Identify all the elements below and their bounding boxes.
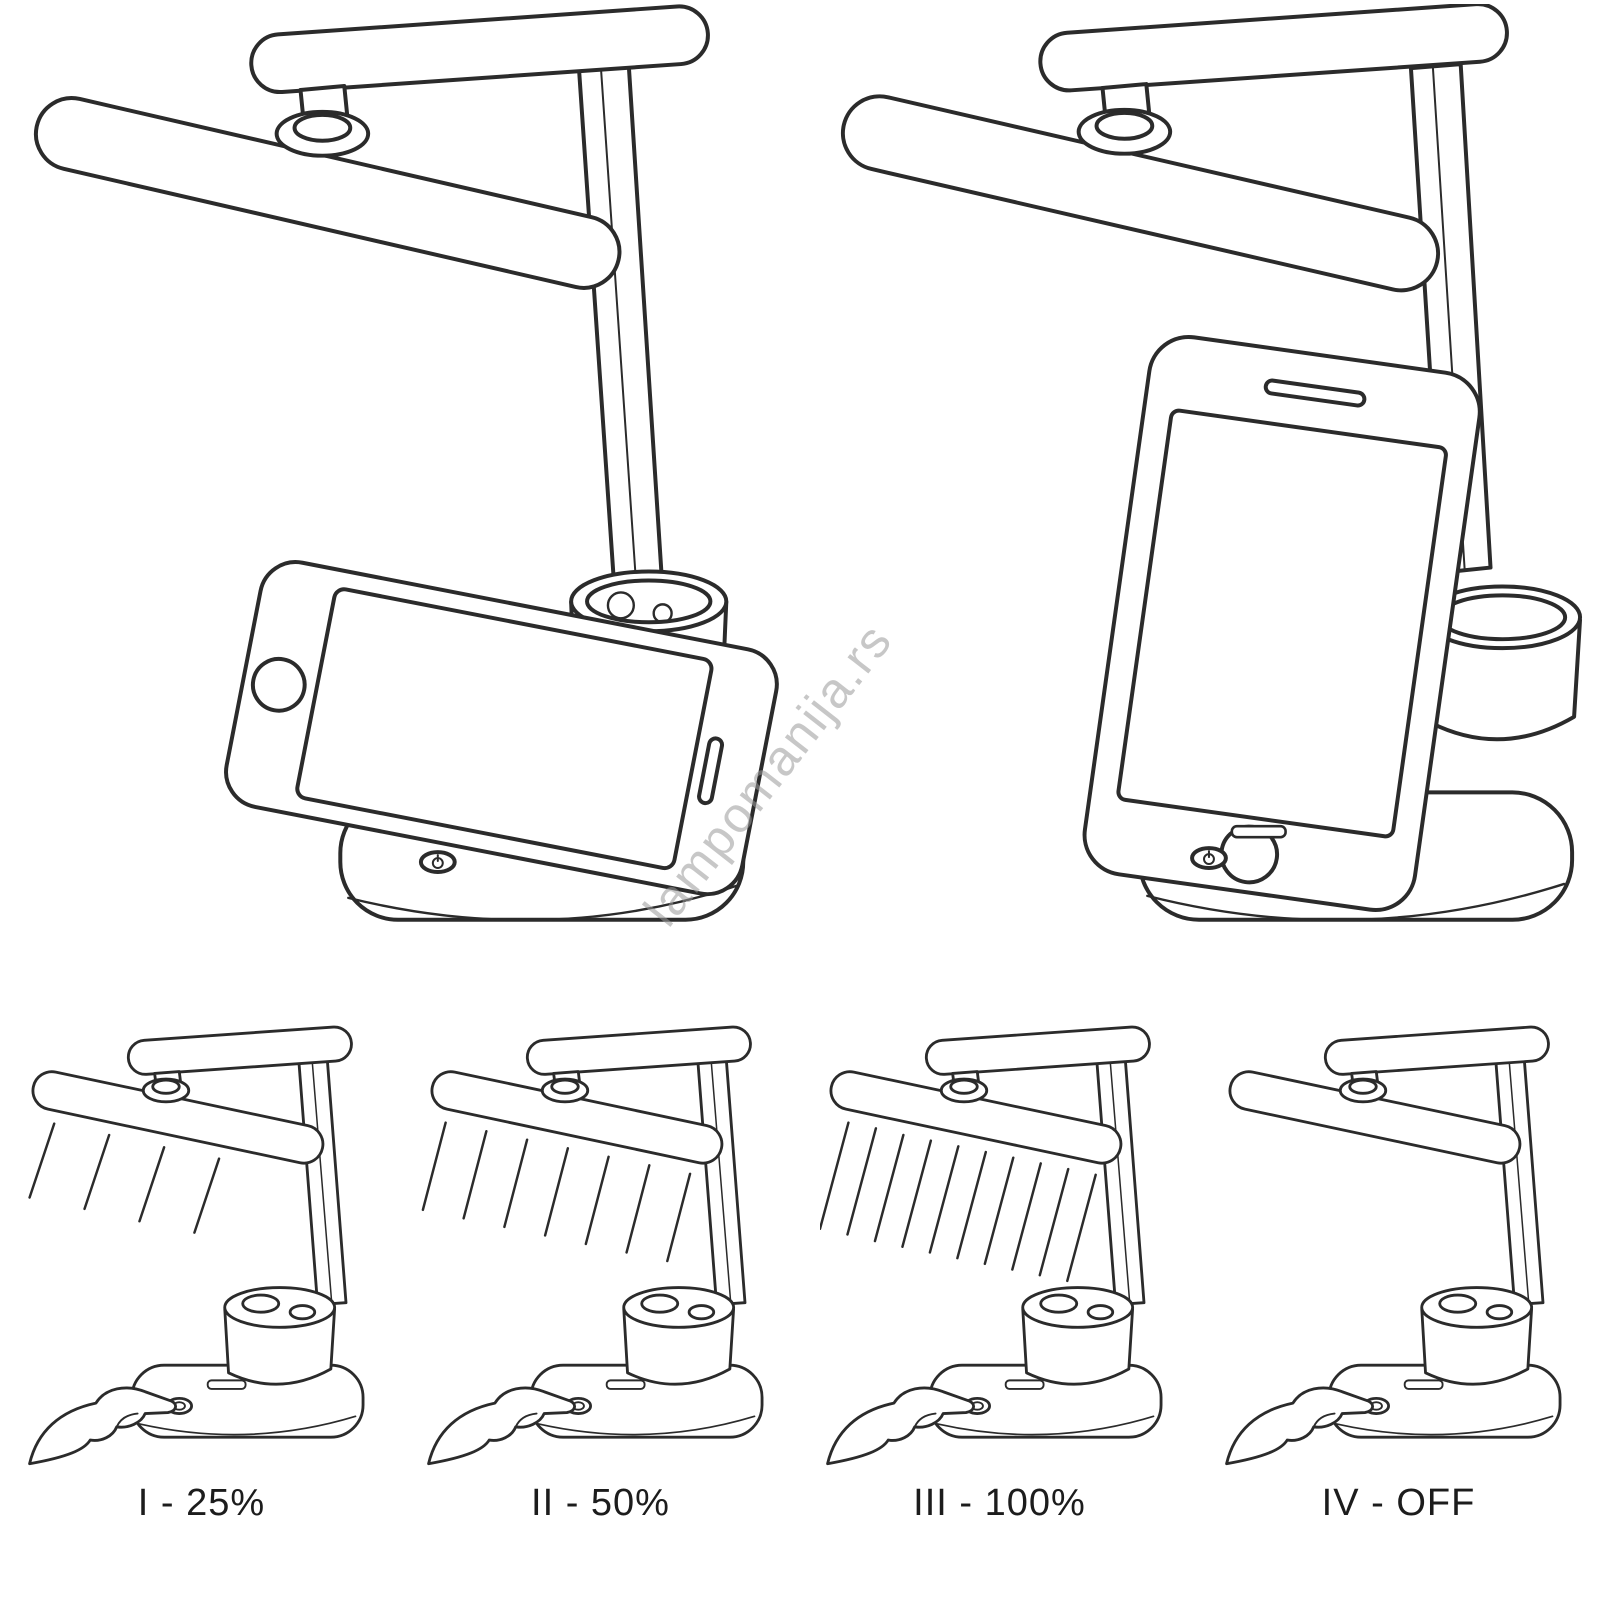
brightness-label-50: II - 50% bbox=[531, 1482, 670, 1524]
figure-lamp-phone-upright bbox=[840, 4, 1583, 922]
figure-brightness-off bbox=[1224, 1024, 1561, 1466]
lamp-head-arm bbox=[33, 96, 622, 290]
figure-brightness-50 bbox=[421, 1024, 763, 1466]
lamp-stem bbox=[577, 64, 665, 599]
light-rays bbox=[819, 1121, 1097, 1283]
hinge-joint bbox=[274, 84, 371, 158]
lamp-top-arm bbox=[1038, 4, 1509, 93]
phone-camera-slot bbox=[1263, 378, 1367, 408]
charging-slot bbox=[1230, 824, 1287, 839]
phone bbox=[224, 560, 779, 897]
lamp-head-arm bbox=[840, 94, 1441, 293]
light-rays bbox=[27, 1122, 220, 1234]
brightness-label-25: I - 25% bbox=[137, 1482, 266, 1524]
pen-holder-cup bbox=[1422, 584, 1583, 742]
brightness-step-100: III - 100% bbox=[802, 1020, 1197, 1525]
brightness-label-100: III - 100% bbox=[913, 1482, 1086, 1524]
brightness-step-off: IV - OFF bbox=[1201, 1020, 1596, 1525]
power-button-icon bbox=[1190, 846, 1228, 870]
lamp-top-arm bbox=[249, 4, 710, 95]
figure-lamp-phone-flat bbox=[33, 4, 779, 922]
brightness-steps-row: I - 25% II - 50% bbox=[0, 1020, 1600, 1525]
phone-speaker-slot bbox=[697, 736, 725, 806]
brightness-step-50: II - 50% bbox=[403, 1020, 798, 1525]
power-button-icon bbox=[418, 850, 457, 874]
brightness-label-off: IV - OFF bbox=[1321, 1482, 1476, 1524]
brightness-step-25: I - 25% bbox=[4, 1020, 399, 1525]
figure-brightness-100 bbox=[819, 1024, 1162, 1466]
figure-brightness-25 bbox=[27, 1024, 364, 1466]
phone bbox=[1082, 335, 1482, 912]
phone-home-button-icon bbox=[250, 656, 307, 713]
light-rays bbox=[421, 1121, 691, 1263]
hinge-joint bbox=[1076, 82, 1173, 156]
